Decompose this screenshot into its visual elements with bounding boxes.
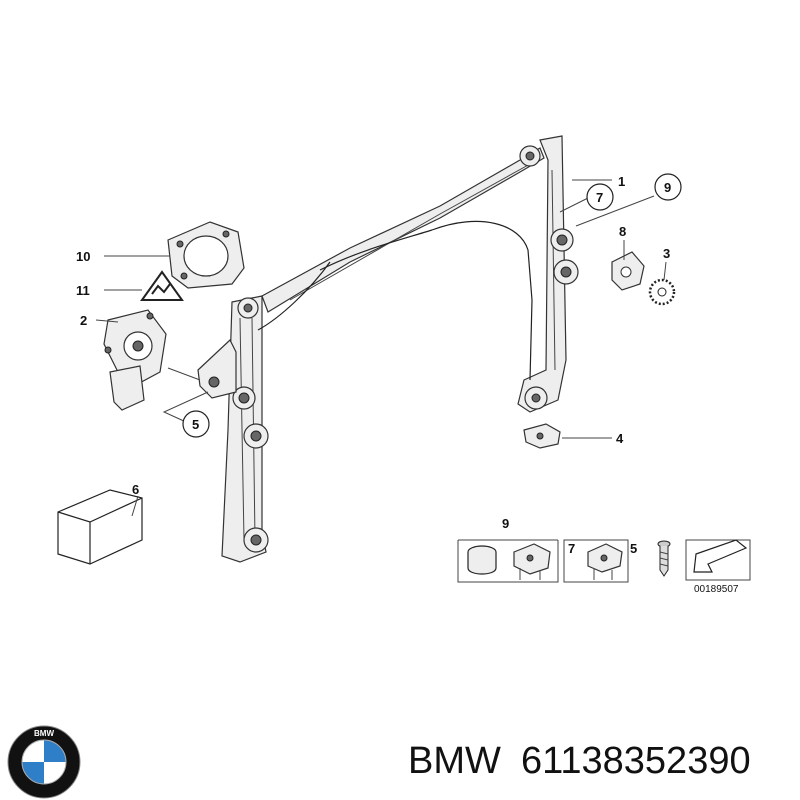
slider-clip-part xyxy=(523,423,561,449)
callout-5-inset: 5 xyxy=(630,541,637,556)
box-part xyxy=(57,489,143,565)
callout-7-top: 7 xyxy=(596,190,603,205)
callout-10: 10 xyxy=(76,249,90,264)
callout-11: 11 xyxy=(76,283,90,298)
callout-2: 2 xyxy=(80,313,87,328)
gear-washer-part xyxy=(648,278,676,306)
callout-8: 8 xyxy=(619,224,626,239)
callout-4: 4 xyxy=(616,431,624,446)
screw-part xyxy=(657,540,671,577)
callout-labels: 1 7 9 8 3 10 11 2 5 4 6 xyxy=(76,173,682,497)
clip-part-9 xyxy=(513,543,551,580)
hardware-inset: 9 7 5 00189507 xyxy=(457,516,751,595)
window-regulator-assembly xyxy=(197,135,579,563)
logo-letters: BMW xyxy=(34,729,54,738)
clip-part-7 xyxy=(587,543,623,580)
bmw-logo-icon: BMW xyxy=(7,725,81,799)
gasket-part xyxy=(167,221,245,289)
part-number: 61138352390 xyxy=(520,740,751,782)
callout-6: 6 xyxy=(132,482,139,497)
callout-3: 3 xyxy=(663,246,670,261)
leader-lines xyxy=(95,179,667,517)
warning-label-part xyxy=(140,270,184,301)
clip-part-8 xyxy=(611,251,645,291)
part-identifier: BMW 61138352390 xyxy=(408,740,751,783)
cap-part xyxy=(467,545,497,575)
callout-5-main: 5 xyxy=(192,417,199,432)
callout-9-inset: 9 xyxy=(502,516,509,531)
window-motor-part xyxy=(103,309,167,411)
reference-code: 00189507 xyxy=(694,584,739,595)
callout-7-inset: 7 xyxy=(568,541,575,556)
callout-9-top: 9 xyxy=(664,180,671,195)
callout-1: 1 xyxy=(618,174,625,189)
brand-name: BMW xyxy=(408,740,501,782)
arrow-icon xyxy=(693,539,748,573)
